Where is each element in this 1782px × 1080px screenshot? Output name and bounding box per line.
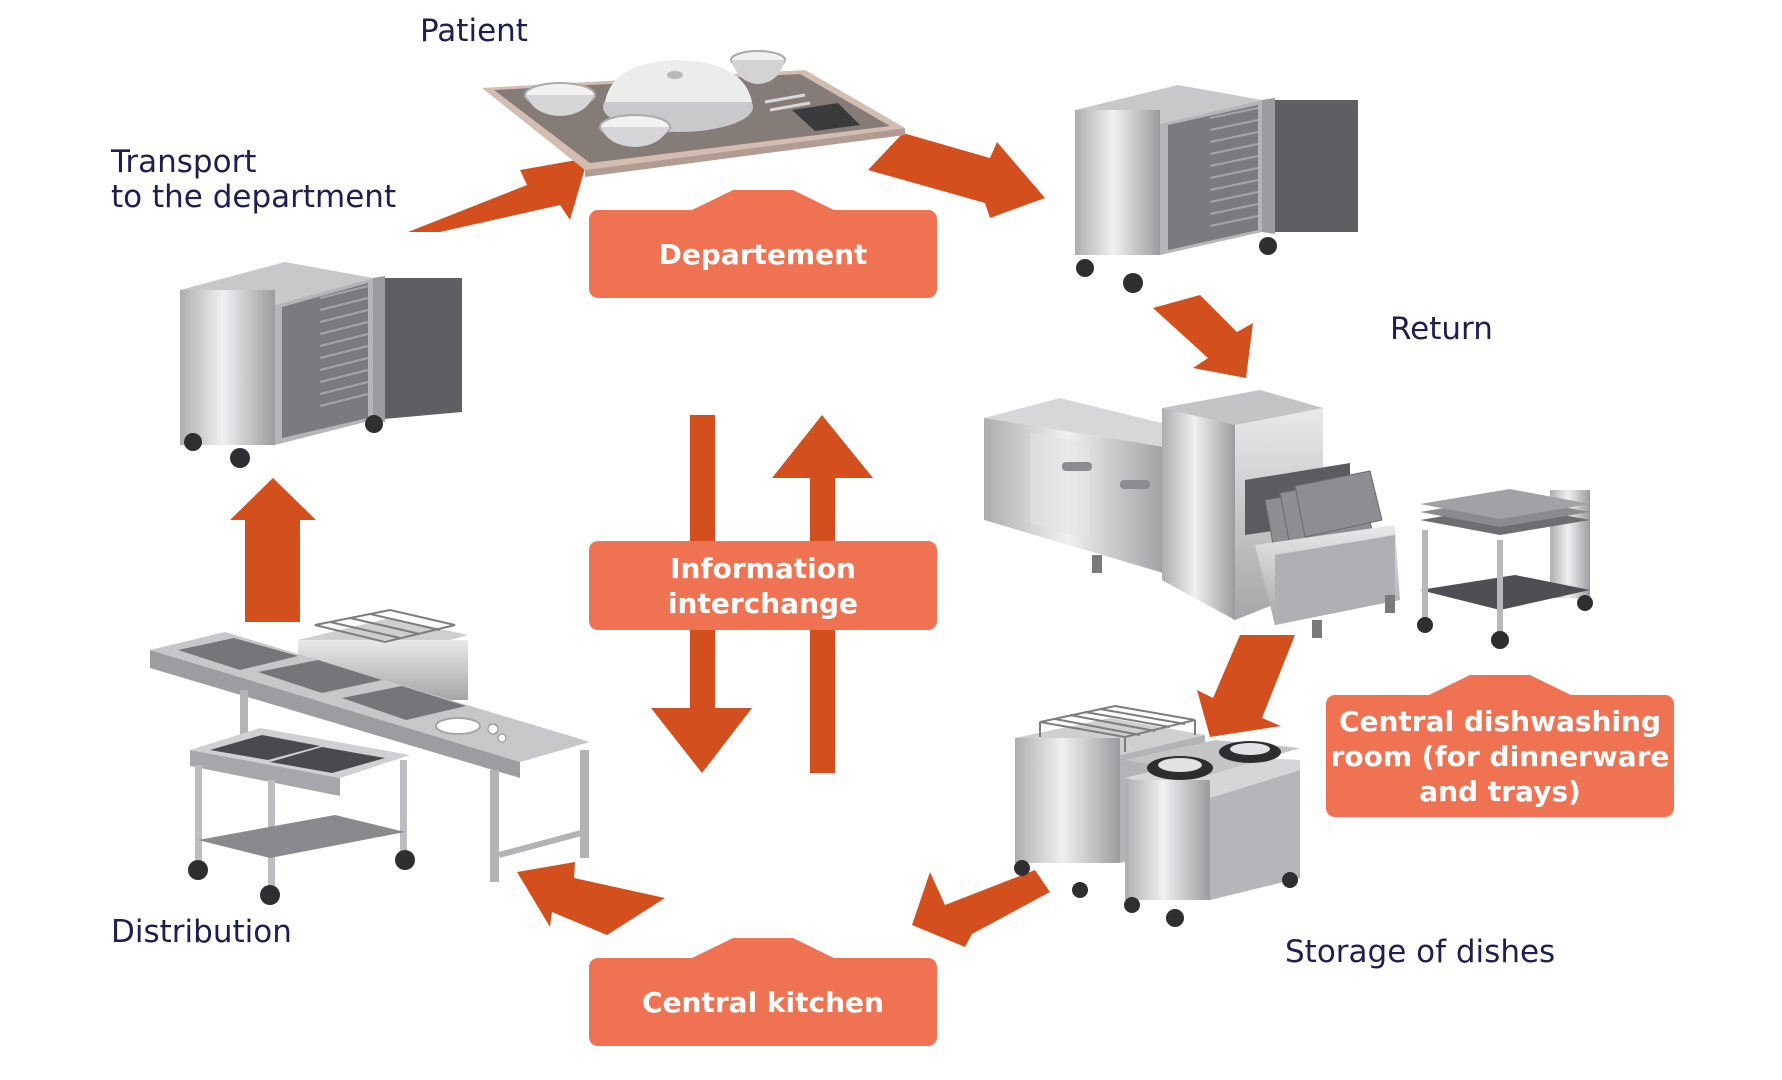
plate-dispenser-icon <box>1014 704 1300 927</box>
box-department-label: Departement <box>658 237 868 271</box>
box-dish-line2: room (for dinnerware <box>1330 739 1670 773</box>
arrow-icon <box>868 133 1045 218</box>
cart-icon <box>1075 85 1358 293</box>
label-transport-line1: Transport <box>111 144 257 180</box>
box-dish-line1: Central dishwashing <box>1338 704 1662 738</box>
serving-line-icon <box>150 608 590 905</box>
box-info-line1: Information <box>670 551 856 585</box>
arrow-icon <box>912 870 1050 947</box>
box-dish-line3: and trays) <box>1419 774 1581 808</box>
box-central-kitchen: Central kitchen <box>589 958 937 1046</box>
label-storage: Storage of dishes <box>1285 934 1556 970</box>
tray-trolley-icon <box>1417 489 1593 649</box>
arrow-icon <box>1153 295 1253 378</box>
box-info-line2: interchange <box>667 586 859 620</box>
arrow-icon <box>408 158 588 232</box>
label-transport-line2: to the department <box>111 179 397 215</box>
box-central-dishwashing: Central dishwashing room (for dinnerware… <box>1326 695 1674 817</box>
cart-icon <box>180 262 462 468</box>
label-distribution: Distribution <box>111 914 292 950</box>
label-return: Return <box>1390 311 1493 347</box>
arrow-icon <box>230 478 316 622</box>
label-patient: Patient <box>420 13 528 49</box>
arrow-icon <box>1197 635 1295 737</box>
meal-tray-icon <box>482 50 905 177</box>
label-transport: Transport to the department <box>111 145 396 215</box>
box-information-interchange: Information interchange <box>589 541 937 630</box>
box-department: Departement <box>589 210 937 298</box>
arrow-icon <box>517 862 665 935</box>
box-kitchen-label: Central kitchen <box>642 985 884 1019</box>
dishwasher-icon <box>984 390 1400 638</box>
